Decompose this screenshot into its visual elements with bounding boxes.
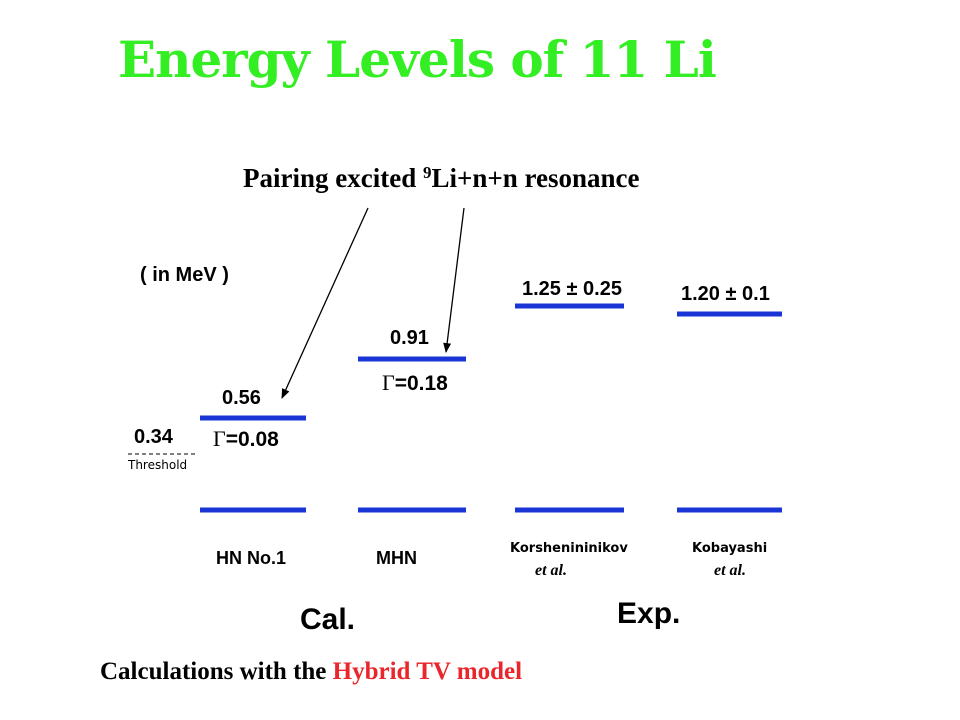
annotation-arrow-mhn: [443, 207, 465, 353]
resonance-annotation: Pairing excited 9Li+n+n resonance: [243, 163, 640, 194]
annotation-prefix: Pairing excited: [243, 163, 423, 193]
column-label-hn: HN No.1: [216, 548, 287, 568]
mhn-energy-label: 0.91: [390, 327, 429, 349]
annotation-superscript: 9: [422, 163, 432, 182]
column-label-kobayashi: Kobayashi: [692, 541, 768, 556]
threshold-label: Threshold: [128, 458, 188, 472]
column-sublabel-kobayashi: et al.: [714, 562, 746, 579]
annotation-arrow-hn: [281, 207, 369, 399]
group-label-exp: Exp.: [617, 597, 681, 630]
column-label-korsh: Korshenininikov: [510, 541, 628, 556]
hn-energy-label: 0.56: [222, 387, 261, 409]
hn-width-label: Γ=0.08: [213, 426, 279, 451]
column-sublabel-korsh: et al.: [535, 562, 567, 579]
korsh-energy-label: 1.25 ± 0.25: [522, 278, 622, 300]
footer-caption: Calculations with the Hybrid TV model: [100, 658, 522, 686]
footer-prefix: Calculations with the: [100, 658, 333, 685]
gamma-symbol: Γ: [213, 426, 226, 451]
page-title: Energy Levels of 11 Li: [118, 30, 717, 89]
threshold-value: 0.34: [134, 426, 173, 448]
column-label-mhn: MHN: [376, 548, 417, 568]
group-label-calc: Cal.: [300, 603, 356, 636]
mhn-width-label: Γ=0.18: [382, 370, 448, 395]
footer-highlight: Hybrid TV model: [332, 658, 523, 685]
gamma-symbol: Γ: [382, 370, 395, 395]
kobayashi-energy-label: 1.20 ± 0.1: [681, 283, 770, 305]
annotation-suffix: Li+n+n resonance: [431, 163, 640, 193]
unit-label: ( in MeV ): [140, 264, 229, 286]
